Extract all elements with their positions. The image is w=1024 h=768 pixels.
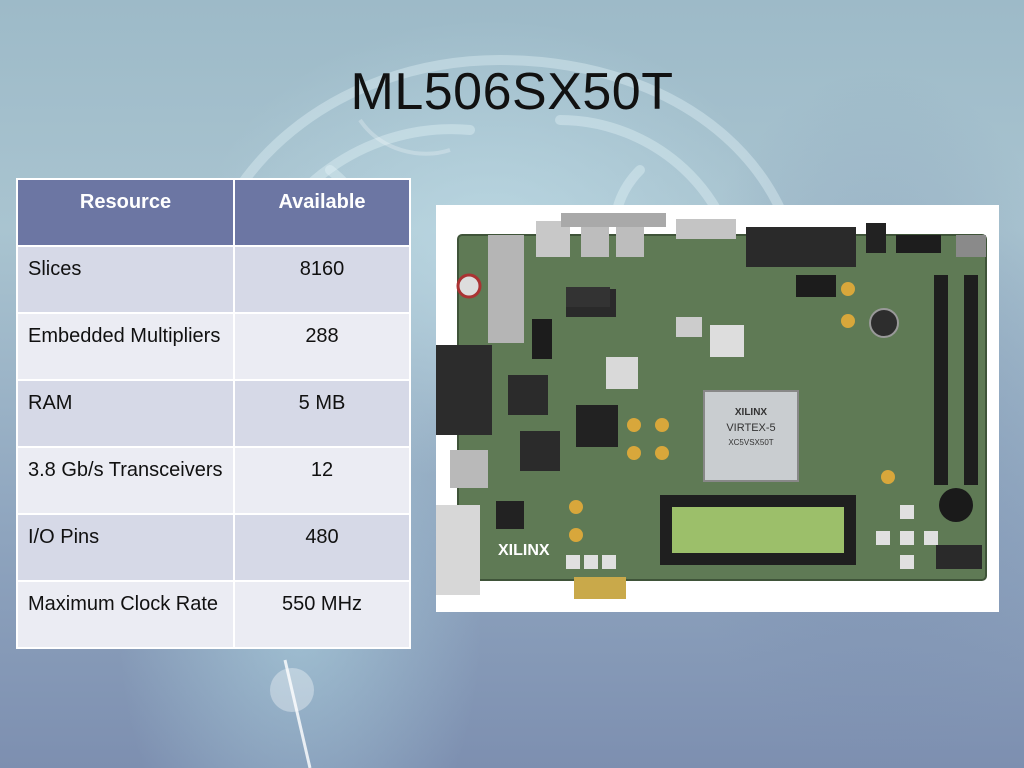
push-button (566, 555, 580, 569)
available-cell: 550 MHz (233, 580, 411, 649)
slide-title: ML506SX50T (350, 63, 674, 121)
audio-jacks (746, 227, 856, 267)
table-header-row: Resource Available (16, 178, 411, 247)
pin-header (934, 275, 948, 485)
table-row: RAM 5 MB (16, 379, 411, 448)
board-photo: XILINX VIRTEX-5 XC5VSX50T (436, 205, 999, 612)
sfp-cage (488, 235, 524, 343)
table-row: Slices 8160 (16, 245, 411, 314)
header-available: Available (233, 178, 411, 247)
table-row: Maximum Clock Rate 550 MHz (16, 580, 411, 649)
buzzer (939, 488, 973, 522)
resource-cell: Slices (16, 245, 235, 314)
resource-cell: Embedded Multipliers (16, 312, 235, 381)
dvi-connector (436, 505, 480, 595)
ethernet-jack (450, 450, 488, 488)
available-cell: 480 (233, 513, 411, 582)
available-cell: 288 (233, 312, 411, 381)
serial-connector (561, 213, 666, 227)
pcie-connector (574, 577, 626, 599)
ic-chip (508, 375, 548, 415)
available-cell: 5 MB (233, 379, 411, 448)
lcd-screen (672, 507, 844, 553)
table-row: I/O Pins 480 (16, 513, 411, 582)
vga-connector (436, 345, 492, 435)
chip-family-text: VIRTEX-5 (726, 422, 775, 434)
fpga-board-illustration: XILINX VIRTEX-5 XC5VSX50T (436, 213, 987, 599)
fpga-chip (703, 390, 799, 482)
xilinx-logo-text: XILINX (498, 542, 550, 559)
pin-header (964, 275, 978, 485)
ic-chip (520, 431, 560, 471)
resource-cell: I/O Pins (16, 513, 235, 582)
resource-cell: Maximum Clock Rate (16, 580, 235, 649)
ic-chip (576, 405, 618, 447)
available-cell: 8160 (233, 245, 411, 314)
dip-switch (936, 545, 982, 569)
resource-cell: RAM (16, 379, 235, 448)
available-cell: 12 (233, 446, 411, 515)
resource-cell: 3.8 Gb/s Transceivers (16, 446, 235, 515)
chip-brand-text: XILINX (735, 407, 768, 418)
resource-table: Resource Available Slices 8160 Embedded … (16, 178, 411, 649)
chip-part-text: XC5VSX50T (728, 438, 773, 447)
table-row: 3.8 Gb/s Transceivers 12 (16, 446, 411, 515)
table-row: Embedded Multipliers 288 (16, 312, 411, 381)
header-resource: Resource (16, 178, 235, 247)
